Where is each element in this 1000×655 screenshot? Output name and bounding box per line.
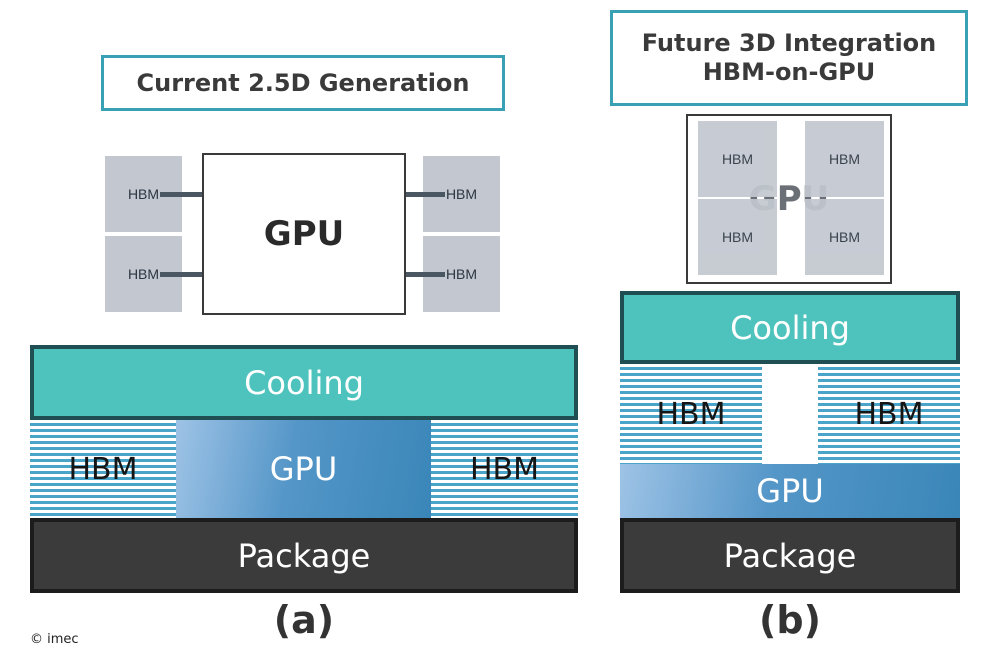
package-label: Package bbox=[237, 536, 371, 575]
package-layer-b: Package bbox=[620, 518, 960, 593]
interconnect-link bbox=[160, 192, 203, 197]
package-label: Package bbox=[723, 536, 857, 575]
hbm-chip-label: HBM bbox=[721, 229, 754, 245]
hbm-chip-label: HBM bbox=[127, 186, 160, 202]
cooling-label: Cooling bbox=[730, 308, 850, 347]
hbm-chip-label: HBM bbox=[828, 229, 861, 245]
panel-a-title-text: Current 2.5D Generation bbox=[136, 68, 470, 97]
hbm-stack-label: HBM bbox=[469, 451, 540, 487]
gpu-die-label: GPU bbox=[263, 214, 345, 254]
panel-a-title: Current 2.5D Generation bbox=[101, 55, 505, 111]
gpu-layer-label: GPU bbox=[269, 450, 338, 488]
panel-a-caption: (a) bbox=[273, 598, 335, 642]
hbm-chip-label: HBM bbox=[445, 266, 478, 282]
package-layer-a: Package bbox=[30, 518, 578, 593]
interconnect-link bbox=[405, 272, 445, 277]
hbm-chip-b-top-left: HBM bbox=[698, 121, 777, 197]
hbm-stack-label: HBM bbox=[854, 396, 924, 432]
hbm-chip-b-bottom-right: HBM bbox=[805, 199, 884, 275]
cooling-label: Cooling bbox=[244, 363, 364, 402]
interconnect-link bbox=[405, 192, 445, 197]
gpu-layer-b: GPU bbox=[620, 464, 960, 518]
cooling-layer-a: Cooling bbox=[30, 345, 578, 420]
hbm-chip-label: HBM bbox=[127, 266, 160, 282]
hbm-stack-label: HBM bbox=[656, 396, 726, 432]
panel-b-title-line2: HBM-on-GPU bbox=[702, 58, 876, 86]
hbm-chip-b-bottom-left: HBM bbox=[698, 199, 777, 275]
hbm-stack-b-right: HBM bbox=[818, 364, 960, 464]
hbm-chip-b-top-right: HBM bbox=[805, 121, 884, 197]
hbm-stack-b-left: HBM bbox=[620, 364, 762, 464]
panel-b-title: Future 3D Integration HBM-on-GPU bbox=[610, 10, 968, 106]
hbm-chip-label: HBM bbox=[721, 151, 754, 167]
gpu-layer-a: GPU bbox=[176, 420, 431, 518]
cooling-layer-b: Cooling bbox=[620, 291, 960, 364]
hbm-stack-a-right: HBM bbox=[431, 420, 578, 518]
hbm-chip-label: HBM bbox=[828, 151, 861, 167]
gpu-die-a: GPU bbox=[202, 153, 406, 315]
hbm-chip-label: HBM bbox=[445, 186, 478, 202]
hbm-stack-label: HBM bbox=[68, 451, 138, 487]
interconnect-link bbox=[160, 272, 203, 277]
gpu-layer-label: GPU bbox=[756, 472, 824, 510]
copyright-credit: © imec bbox=[30, 632, 79, 647]
hbm-stack-a-left: HBM bbox=[30, 420, 176, 518]
panel-b-title-line1: Future 3D Integration bbox=[641, 29, 937, 58]
panel-b-caption: (b) bbox=[759, 598, 821, 642]
